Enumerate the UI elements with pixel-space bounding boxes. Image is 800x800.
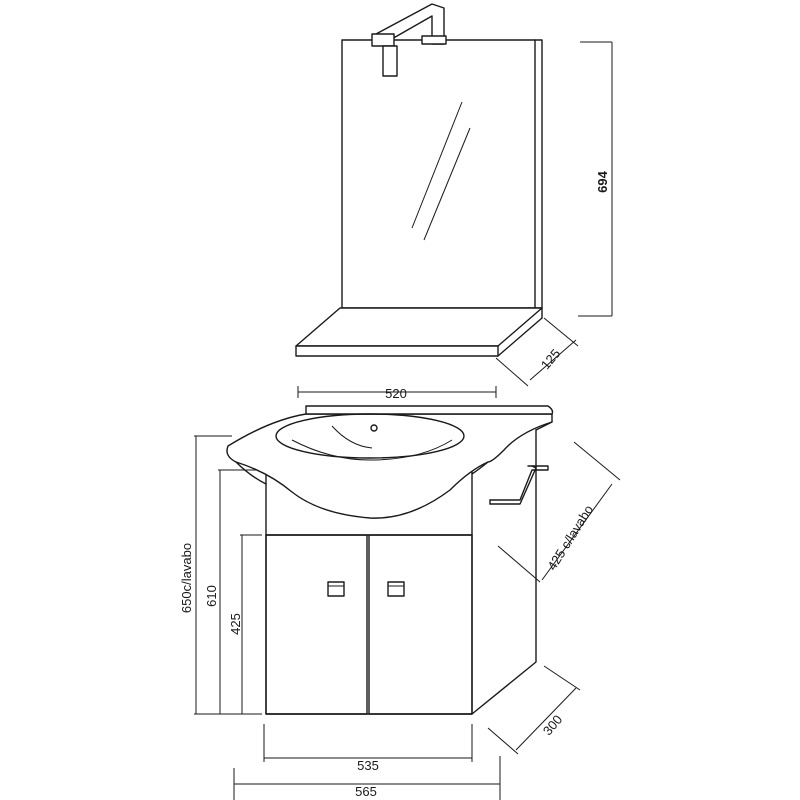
left-door [265,534,368,715]
dim-shelf-depth-label: 125 [538,346,563,372]
dim-total-height: 650c/lavabo [179,435,262,715]
dim-door-height-label: 425 [228,613,243,635]
dim-door-height: 425 [228,534,262,714]
right-door [368,534,473,715]
dim-mirror-height-label: 694 [595,170,610,192]
glass-shelf [295,307,543,357]
dim-basin-width-label: 520 [385,386,407,401]
mirror-reflection-1 [411,101,463,229]
mirror-panel [341,39,543,309]
dim-depth-with-basin-label: 425 c/lavabo [544,502,596,572]
dim-overall-width: 565 [233,756,501,800]
dim-overall-width-label: 565 [355,784,377,799]
dim-cabinet-width: 535 [263,724,473,773]
dim-depth-with-basin: 425 c/lavabo [497,441,621,583]
cabinet-side [471,429,537,715]
mirror-unit [295,3,543,357]
dim-cabinet-depth: 300 [487,665,581,755]
basin-back-rim [305,405,554,415]
left-door-handle-icon [327,581,345,597]
towel-bar-icon [489,465,549,505]
dim-cabinet-height: 610 [204,469,258,714]
dim-cabinet-width-label: 535 [357,758,379,773]
basin-bowl [275,413,465,459]
dim-total-height-label: 650c/lavabo [179,543,194,613]
dim-cabinet-height-label: 610 [204,585,219,607]
dim-basin-width: 520 [297,386,497,401]
basin-top [226,413,553,519]
lamp-icon [371,3,447,77]
right-door-handle-icon [387,581,405,597]
dim-cabinet-depth-label: 300 [540,712,565,738]
mirror-reflection-2 [423,127,471,241]
vanity-unit [226,405,554,715]
dim-mirror-height: 694 [578,41,613,317]
tap-hole-icon [370,424,378,432]
